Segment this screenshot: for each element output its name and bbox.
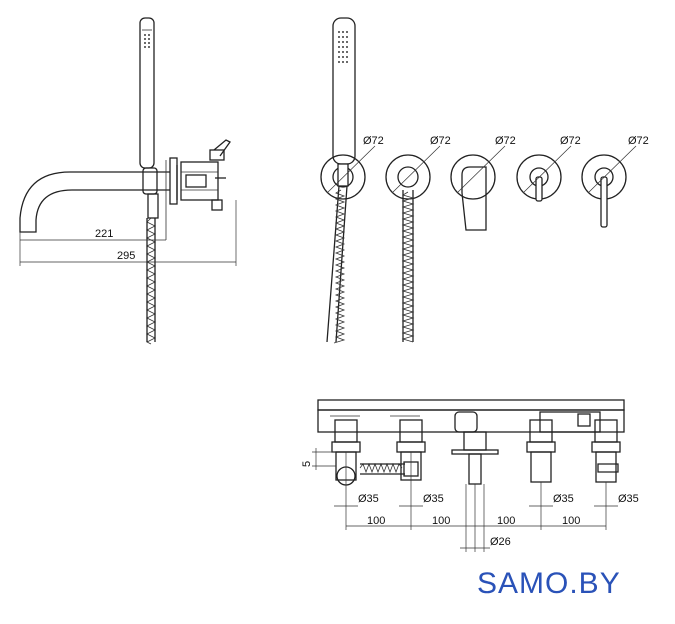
spacing-3: 100 xyxy=(497,515,515,527)
spacing-2: 100 xyxy=(432,515,450,527)
install-view: 5 Ø35 Ø35 Ø35 Ø35 100 100 100 100 Ø26 xyxy=(301,399,639,552)
offset-label: 5 xyxy=(301,461,313,467)
valve-diameter-3: Ø35 xyxy=(553,493,574,505)
diameter-label-3: Ø72 xyxy=(495,135,516,147)
valve-diameter-1: Ø35 xyxy=(358,493,379,505)
diameter-label-4: Ø72 xyxy=(560,135,581,147)
diameter-label-2: Ø72 xyxy=(430,135,451,147)
valve-diameter-4: Ø35 xyxy=(618,493,639,505)
dim-221: 221 xyxy=(95,228,113,240)
spacing-4: 100 xyxy=(562,515,580,527)
spout-diameter: Ø26 xyxy=(490,536,511,548)
dim-295: 295 xyxy=(117,250,135,262)
spacing-1: 100 xyxy=(367,515,385,527)
watermark-text: SAMO.BY xyxy=(477,567,621,600)
side-view: 221 295 xyxy=(19,17,237,345)
diameter-label-1: Ø72 xyxy=(363,135,384,147)
diameter-label-5: Ø72 xyxy=(628,135,649,147)
valve-diameter-2: Ø35 xyxy=(423,493,444,505)
front-view: Ø72 Ø72 Ø72 Ø72 Ø72 xyxy=(320,17,649,344)
